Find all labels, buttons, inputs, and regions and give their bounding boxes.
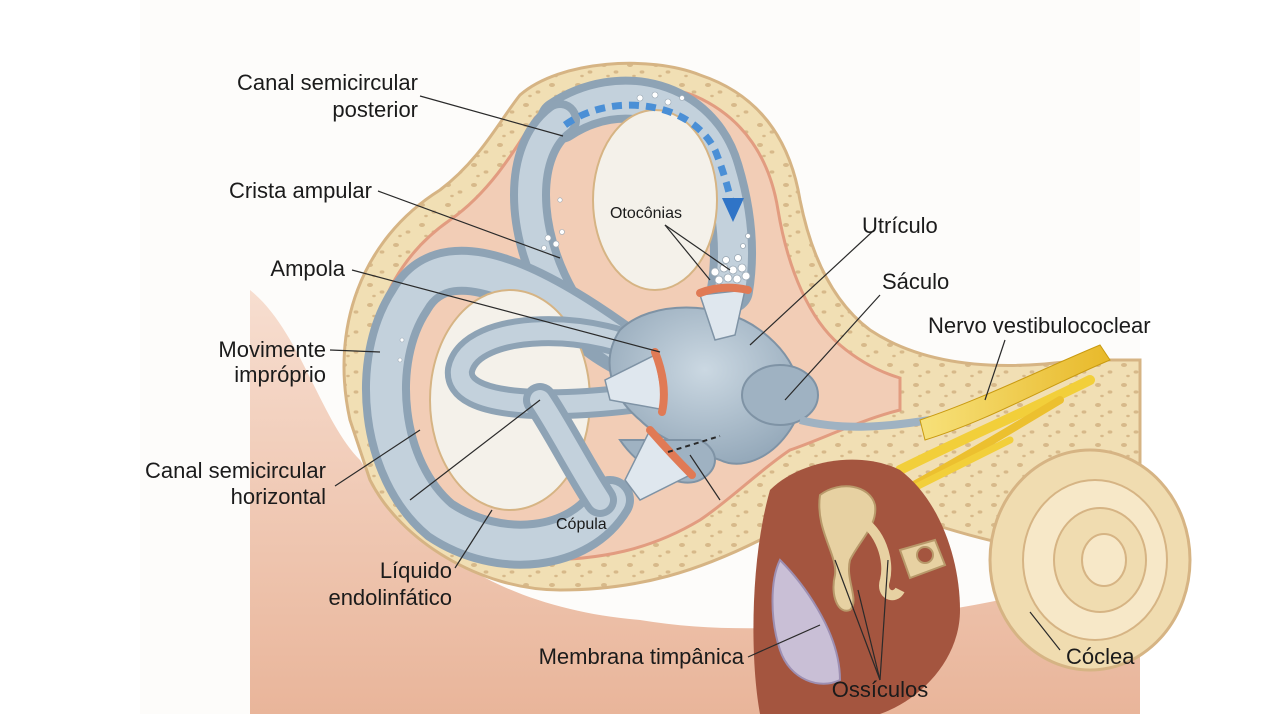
label-canal-posterior-line1: Canal semicircular — [237, 70, 418, 95]
otoconia-scattered — [397, 91, 685, 363]
cochlea — [988, 448, 1192, 672]
crista-lower — [624, 426, 696, 501]
label-membrana: Membrana timpânica — [539, 644, 745, 669]
label-movimento-line2: impróprio — [234, 362, 326, 387]
flow-arrowhead — [722, 198, 744, 222]
label-saculo: Sáculo — [882, 269, 949, 294]
label-ossiculos: Ossículos — [832, 677, 929, 702]
label-crista-ampular: Crista ampular — [229, 178, 372, 203]
label-liquido-line2: endolinfático — [328, 585, 452, 610]
label-nervo: Nervo vestibulococlear — [928, 313, 1151, 338]
soft-tissue — [250, 290, 1140, 714]
canal-lower-limb-inner — [530, 390, 610, 510]
ossicles — [818, 485, 947, 612]
label-liquido-line1: Líquido — [380, 558, 452, 583]
label-canal-horizontal-line2: horizontal — [231, 484, 326, 509]
label-movimento-line1: Movimente — [218, 337, 326, 362]
label-canal-horizontal-line1: Canal semicircular — [145, 458, 326, 483]
endolymphatic-duct — [799, 416, 931, 431]
canal-lateral-inner — [450, 322, 669, 414]
posterior-loop-opening — [592, 109, 718, 291]
label-otoconias: Otocônias — [610, 205, 682, 222]
saccule — [741, 364, 819, 426]
cupula-deflection-line — [667, 435, 721, 453]
crista-upper — [696, 283, 752, 341]
otoconia-cluster — [710, 233, 751, 285]
leader-lines — [329, 95, 1061, 681]
label-canal-posterior-line2: posterior — [332, 97, 418, 122]
tympanic-membrane — [771, 558, 842, 685]
label-ampola: Ampola — [270, 256, 345, 281]
label-utriculo: Utrículo — [862, 213, 938, 238]
endolymph-flow-arrow — [562, 101, 737, 211]
label-coclea: Cóclea — [1066, 644, 1135, 669]
label-cupula: Cópula — [556, 516, 607, 533]
crista-middle — [604, 348, 668, 416]
canal-horizontal-inner — [370, 254, 656, 561]
